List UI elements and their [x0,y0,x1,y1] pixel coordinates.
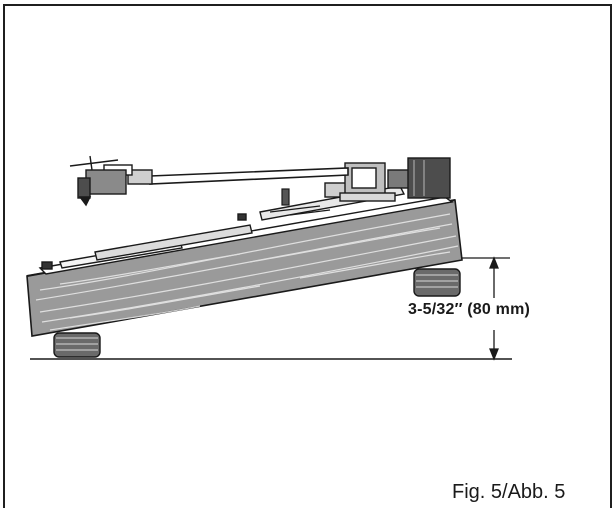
wooden-base [26,199,463,337]
chassis-top [38,185,454,275]
height-dimension-marker [462,256,510,361]
tonearm-pivot [324,162,396,202]
headshell-cartridge [69,155,153,207]
counterweight [387,157,451,199]
figure-caption: Fig. 5/Abb. 5 [452,481,566,503]
front-foot [53,332,101,358]
figure-frame [3,4,612,508]
height-dimension-label: 3-5/32′′ (80 mm) [408,301,531,318]
rear-foot [413,268,461,297]
control-levers [269,188,331,216]
tonearm-tube [149,167,349,185]
